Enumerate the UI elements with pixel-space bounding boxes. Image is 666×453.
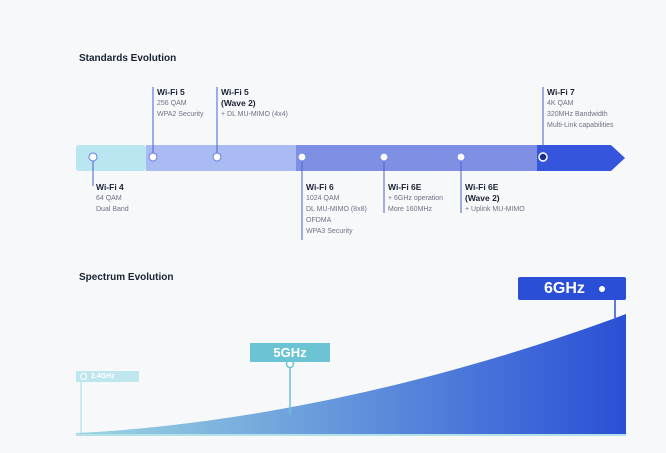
spectrum-title: Spectrum Evolution (79, 272, 174, 283)
standard-feature: + 6GHz operation (388, 195, 444, 202)
standard-name: Wi-Fi 7 (547, 87, 575, 97)
milestone-dot-wifi6e-wave2 (456, 152, 466, 162)
standard-feature: WPA3 Security (306, 228, 353, 235)
badge-dot-icon (80, 373, 87, 380)
standard-name: Wi-Fi 5 (221, 87, 249, 97)
standard-name: Wi-Fi 6E (465, 182, 499, 192)
badge-label: 5GHz (273, 345, 307, 360)
standard-label-wifi6: Wi-Fi 6 1024 QAM DL MU-MIMO (8x8) OFDMA … (306, 182, 367, 237)
standard-feature: DL MU-MIMO (8x8) (306, 206, 367, 213)
standard-subname: (Wave 2) (221, 98, 256, 108)
standard-feature: + Uplink MU-MIMO (465, 206, 525, 213)
standard-feature: 4K QAM (547, 100, 574, 107)
standard-feature: More 160MHz (388, 206, 432, 213)
standard-label-wifi5-wave2: Wi-Fi 5 (Wave 2) + DL MU-MIMO (4x4) (221, 87, 288, 120)
standard-feature: Multi-Link capabilities (547, 122, 614, 129)
standard-name: Wi-Fi 6E (388, 182, 422, 192)
standards-title: Standards Evolution (79, 53, 177, 64)
standard-feature: WPA2 Security (157, 111, 204, 118)
milestone-dot-wifi5-wave2 (212, 152, 222, 162)
badge-6ghz: 6GHz (518, 277, 626, 300)
badge-dot-icon (598, 285, 605, 292)
badge-5ghz: 5GHz (250, 343, 330, 362)
standard-feature: 320MHz Bandwidth (547, 111, 608, 118)
standard-subname: (Wave 2) (465, 193, 500, 203)
timeline-segment-3 (296, 145, 537, 171)
standard-name: Wi-Fi 4 (96, 182, 124, 192)
badge-label: 6GHz (544, 279, 585, 297)
standard-feature: 64 QAM (96, 195, 122, 202)
timeline-arrow (537, 145, 625, 171)
spectrum-curve (76, 314, 626, 436)
standard-name: Wi-Fi 5 (157, 87, 185, 97)
badge-label: 2.4GHz (91, 373, 115, 380)
standard-feature: OFDMA (306, 217, 332, 224)
milestone-dot-wifi7 (538, 152, 548, 162)
standard-feature: 1024 QAM (306, 195, 340, 202)
milestone-dot-wifi6e (379, 152, 389, 162)
standard-label-wifi6e-wave2: Wi-Fi 6E (Wave 2) + Uplink MU-MIMO (465, 182, 525, 215)
standard-label-wifi5: Wi-Fi 5 256 QAM WPA2 Security (157, 87, 204, 120)
badge-24ghz: 2.4GHz (76, 371, 139, 382)
standard-label-wifi6e: Wi-Fi 6E + 6GHz operation More 160MHz (388, 182, 443, 215)
timeline-segment-1 (76, 145, 146, 171)
standard-feature: Dual Band (96, 206, 129, 213)
standard-label-wifi7: Wi-Fi 7 4K QAM 320MHz Bandwidth Multi-Li… (547, 87, 614, 131)
standard-label-wifi4: Wi-Fi 4 64 QAM Dual Band (96, 182, 129, 215)
milestone-dot-wifi4 (88, 152, 98, 162)
milestone-dot-wifi6 (297, 152, 307, 162)
milestone-dot-wifi5 (148, 152, 158, 162)
standard-name: Wi-Fi 6 (306, 182, 334, 192)
standard-feature: + DL MU-MIMO (4x4) (221, 111, 288, 118)
standard-feature: 256 QAM (157, 100, 187, 107)
